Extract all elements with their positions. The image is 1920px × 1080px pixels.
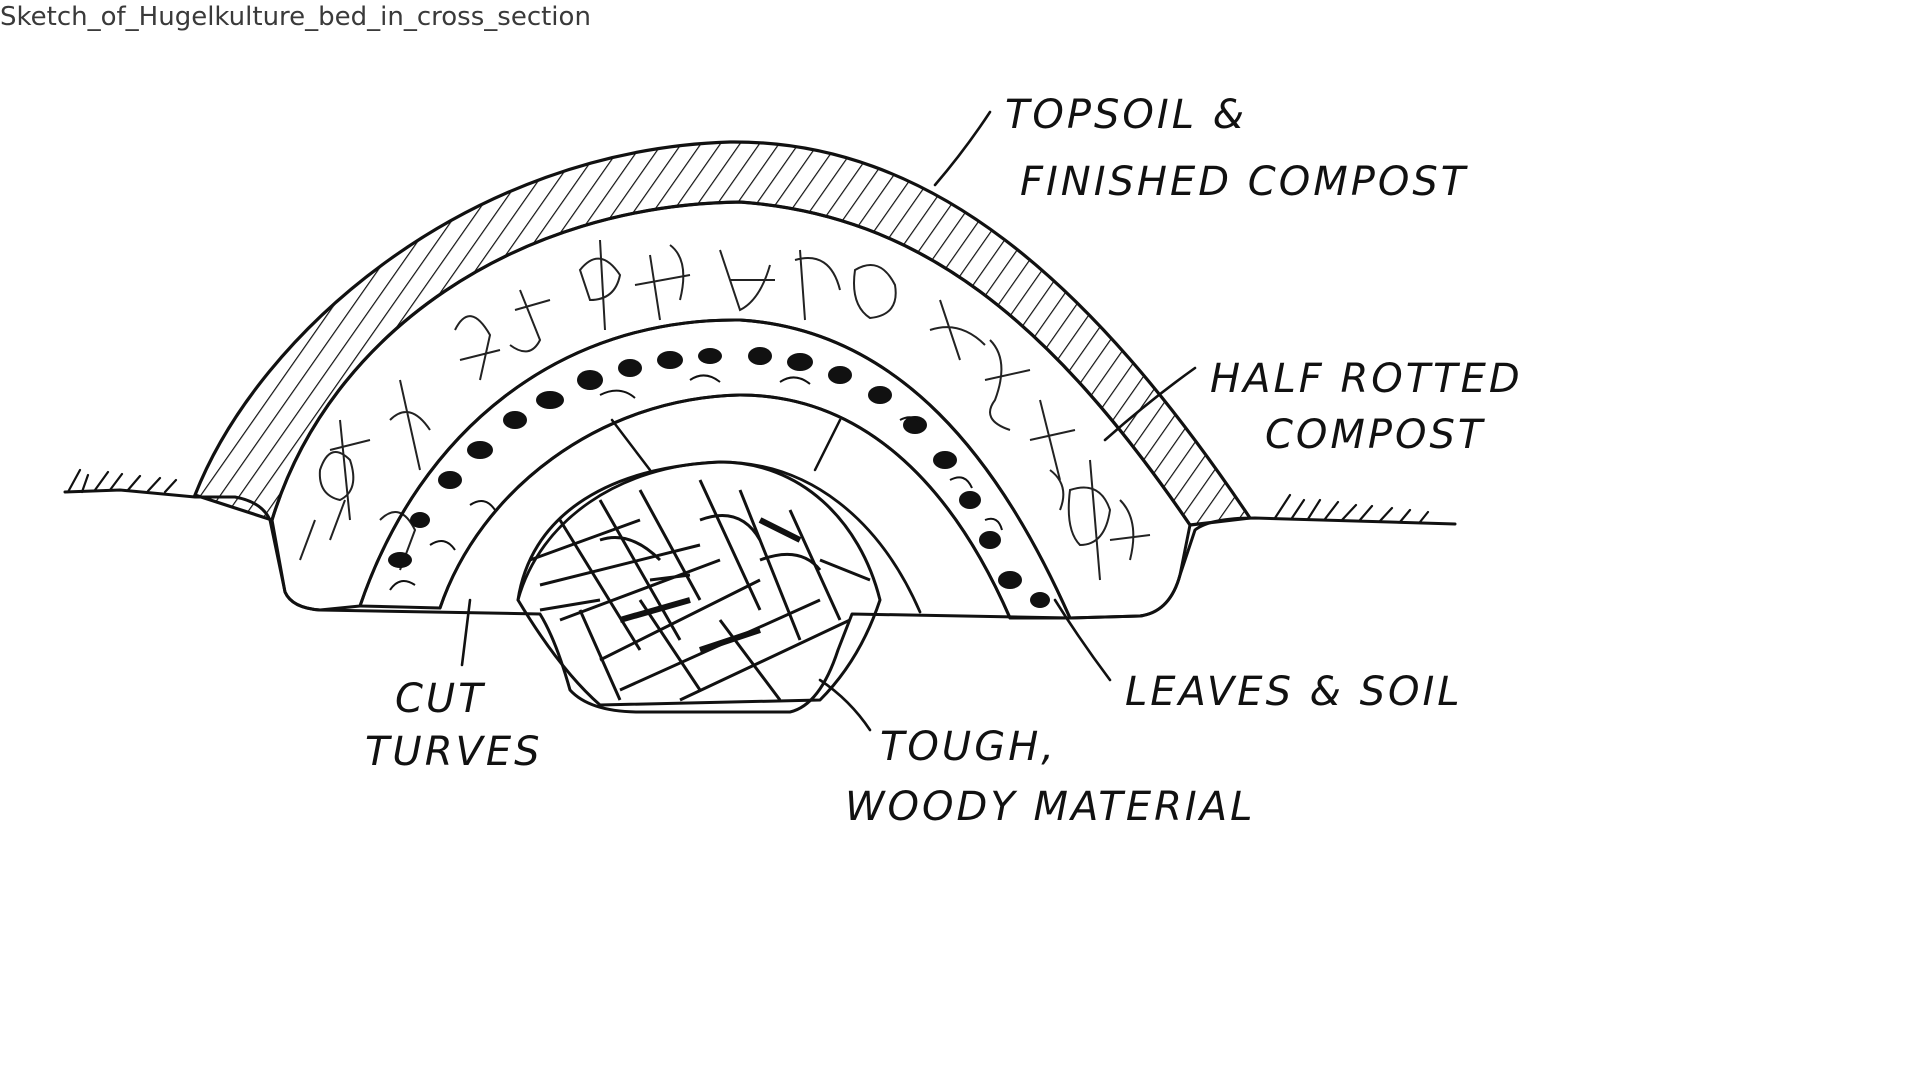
label-woody-line2: WOODY MATERIAL: [845, 784, 1255, 830]
woody-material-core: [516, 460, 882, 707]
hugelkultur-diagram: TOPSOIL & FINISHED COMPOST HALF ROTTED C…: [63, 92, 1523, 830]
label-topsoil-line2: FINISHED COMPOST: [1020, 159, 1469, 205]
label-half-rotted-line1: HALF ROTTED: [1210, 356, 1523, 402]
file-title: Sketch_of_Hugelkulture_bed_in_cross_sect…: [0, 2, 591, 32]
label-leaves-soil: LEAVES & SOIL: [1125, 669, 1463, 715]
label-woody-line1: TOUGH,: [880, 724, 1057, 770]
leader-lines: [460, 110, 1197, 732]
label-half-rotted-line2: COMPOST: [1265, 412, 1486, 458]
label-cut-turves-line2: TURVES: [365, 729, 543, 775]
label-cut-turves-line1: CUT: [395, 676, 486, 722]
label-topsoil-line1: TOPSOIL &: [1005, 92, 1247, 138]
leaves-and-soil-layer: [358, 318, 1072, 620]
